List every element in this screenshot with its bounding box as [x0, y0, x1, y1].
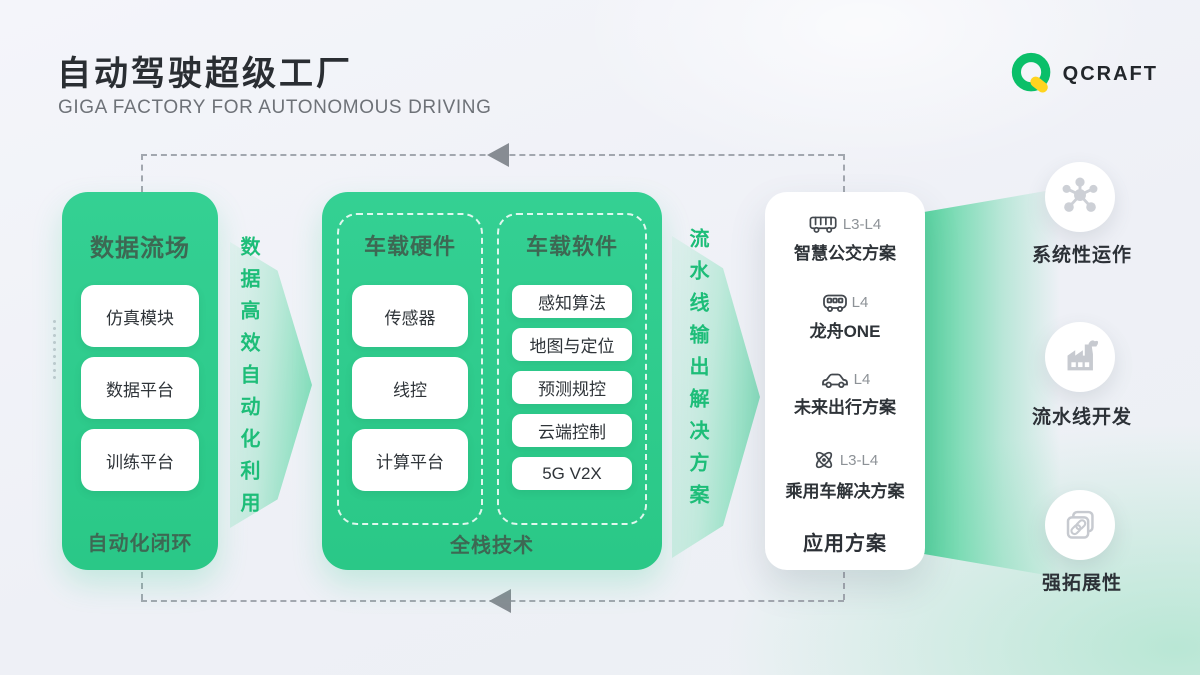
hardware-item: 传感器 [352, 285, 468, 347]
software-item: 云端控制 [512, 414, 632, 447]
hardware-column: 车载硬件 [337, 213, 483, 525]
hardware-item: 线控 [352, 357, 468, 419]
feature-circle-extensible [1045, 490, 1115, 560]
loop-top-right-stub [843, 154, 845, 192]
page-subtitle: GIGA FACTORY FOR AUTONOMOUS DRIVING [58, 97, 492, 118]
app-label: 龙舟ONE [809, 322, 881, 341]
feature-label-extensible: 强拓展性 [1041, 573, 1122, 594]
software-title: 车载软件 [525, 234, 618, 259]
app-item-passenger: L3-L4 乘用车解决方案 [765, 448, 925, 502]
qcraft-logo-icon [1010, 52, 1054, 96]
link-icon [1057, 502, 1103, 548]
full-stack-footer: 全栈技术 [450, 535, 534, 557]
software-column: 车载软件 [497, 213, 647, 525]
feature-label-pipeline: 流水线开发 [1031, 407, 1132, 428]
app-label: 乘用车解决方案 [785, 482, 905, 501]
flow-arrow-2-label: 流水线输出解决方案 [686, 228, 708, 516]
feature-circle-systematic [1045, 162, 1115, 232]
hardware-title: 车载硬件 [363, 234, 456, 259]
software-item: 地图与定位 [512, 328, 632, 361]
bus-icon [809, 214, 839, 234]
feature-circle-pipeline [1045, 322, 1115, 392]
app-level-badge: L3-L4 [839, 451, 879, 469]
factory-icon [1057, 334, 1103, 380]
app-level-badge: L4 [851, 293, 869, 311]
data-field-footer: 自动化闭环 [87, 533, 193, 555]
app-level-badge: L4 [853, 370, 871, 388]
loop-top-left-stub [141, 154, 143, 192]
applications-card: L3-L4 智慧公交方案 L4 龙舟ONE [765, 192, 925, 570]
applications-footer: 应用方案 [803, 533, 887, 555]
software-item: 预测规控 [512, 371, 632, 404]
feature-label-systematic: 系统性运作 [1031, 245, 1132, 266]
loop-bottom-right-stub [843, 572, 845, 600]
card-glow-beam [905, 188, 1063, 578]
data-field-panel: 数据流场 仿真模块 数据平台 训练平台 自动化闭环 [62, 192, 218, 570]
loop-arrow-bottom-icon [489, 589, 511, 613]
car-icon [820, 370, 850, 388]
brand-logo: QCRAFT [1010, 52, 1158, 96]
data-field-item: 数据平台 [81, 357, 199, 419]
page-title: 自动驾驶超级工厂 [57, 55, 353, 93]
loop-arrow-top-icon [487, 143, 509, 167]
data-field-item: 训练平台 [81, 429, 199, 491]
loop-bottom-left-stub [141, 572, 143, 600]
hardware-item: 计算平台 [352, 429, 468, 491]
data-field-item: 仿真模块 [81, 285, 199, 347]
app-item-car: L4 未来出行方案 [765, 370, 925, 418]
app-label: 智慧公交方案 [794, 244, 896, 263]
atom-icon [812, 448, 836, 472]
data-field-title: 数据流场 [90, 235, 190, 262]
software-item: 感知算法 [512, 285, 632, 318]
decorative-dots [51, 318, 58, 382]
app-item-shuttle: L4 龙舟ONE [765, 292, 925, 342]
flow-arrow-1-label: 数据高效自动化利用 [237, 236, 259, 524]
brand-name: QCRAFT [1062, 62, 1158, 85]
app-item-bus: L3-L4 智慧公交方案 [765, 214, 925, 264]
full-stack-panel: 车载硬件 传感器 线控 计算平台 车载软件 感知算法 地图与定位 预测规控 云端… [322, 192, 662, 570]
software-item: 5G V2X [512, 457, 632, 490]
app-level-badge: L3-L4 [842, 215, 882, 233]
app-label: 未来出行方案 [794, 398, 896, 417]
shuttle-icon [822, 292, 848, 312]
molecule-icon [1057, 174, 1103, 220]
